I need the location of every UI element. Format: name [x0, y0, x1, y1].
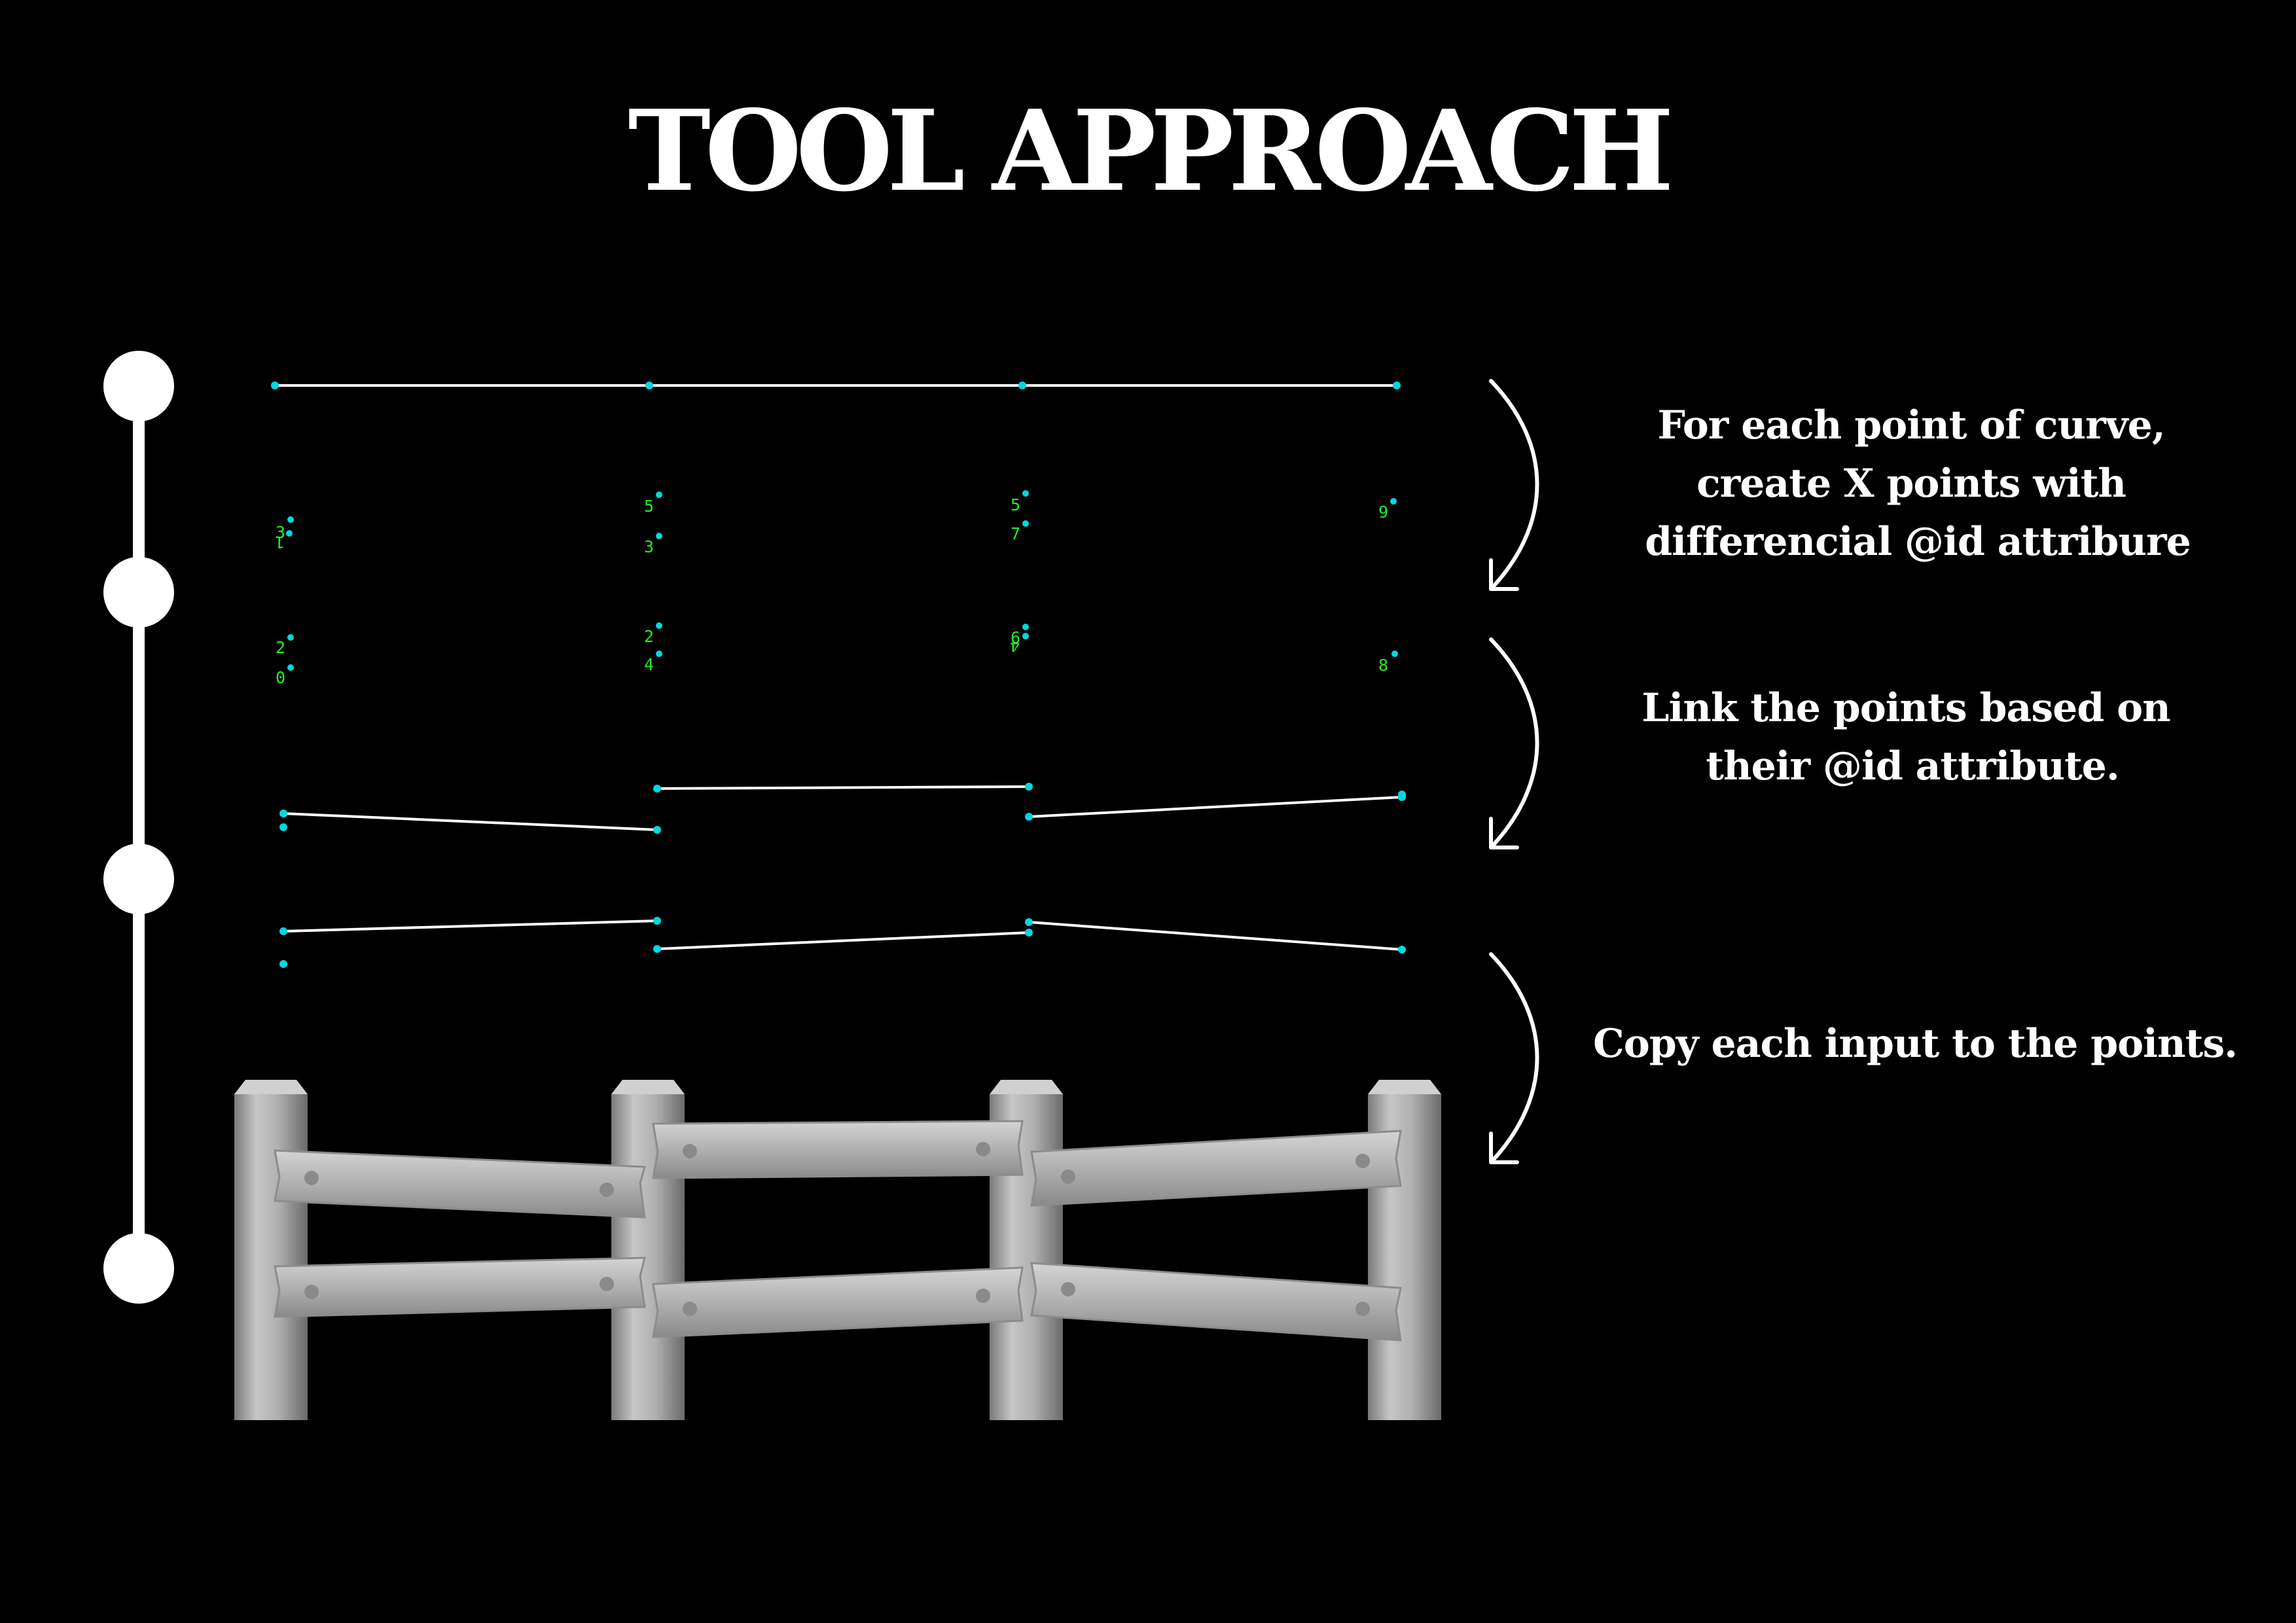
id-label: 8	[1378, 656, 1388, 675]
id-label: 2	[276, 638, 285, 657]
id-point	[1390, 498, 1397, 505]
curve-point	[271, 382, 279, 389]
timeline-node-2	[103, 557, 174, 628]
id-point	[1022, 490, 1029, 497]
fence-rail	[652, 1266, 1024, 1338]
fence-icon	[234, 1080, 1441, 1420]
link-point	[653, 826, 661, 834]
id-label: 1	[275, 533, 285, 552]
curved-arrow-down-icon	[1489, 952, 1539, 1164]
link-line	[1028, 796, 1403, 818]
link-point	[279, 927, 287, 935]
link-point	[1398, 946, 1406, 954]
step-2-line-1: Link the points based on	[1641, 685, 2170, 731]
curve-point	[1018, 382, 1026, 389]
link-point	[653, 917, 661, 925]
curved-arrow-down-icon	[1489, 379, 1539, 591]
id-point	[286, 530, 293, 537]
step-1-line-2: create X points with	[1696, 461, 2126, 507]
id-label: 4	[1010, 636, 1020, 655]
fence-rail	[1030, 1262, 1402, 1342]
step-1-line-1: For each point of curve,	[1657, 402, 2164, 448]
id-label: 5	[1011, 495, 1020, 514]
id-point	[656, 622, 662, 629]
link-point	[1025, 918, 1033, 926]
id-label: 6	[1011, 628, 1020, 647]
id-point	[1022, 633, 1029, 639]
link-line	[1028, 921, 1403, 951]
id-point	[287, 664, 294, 671]
timeline-node-1	[103, 351, 174, 421]
fence-rail	[652, 1120, 1024, 1179]
curve-point	[1393, 382, 1401, 389]
link-line	[656, 931, 1030, 950]
id-point	[1022, 624, 1029, 630]
timeline-icon	[103, 351, 174, 1304]
id-label: 3	[276, 523, 285, 542]
id-label: 0	[276, 668, 285, 687]
id-point	[287, 516, 294, 523]
link-point	[1025, 783, 1033, 791]
timeline-node-3	[103, 844, 174, 914]
link-point	[279, 823, 287, 831]
id-label: 3	[644, 537, 654, 556]
id-point	[287, 634, 294, 641]
id-point	[656, 491, 662, 498]
curve-point	[645, 382, 653, 389]
id-label: 5	[644, 497, 654, 516]
fence-rail	[274, 1149, 646, 1219]
linked-points-group	[279, 783, 1406, 968]
id-label: 2	[644, 627, 654, 646]
link-point	[279, 960, 287, 968]
link-point	[653, 945, 661, 953]
link-line	[656, 785, 1030, 790]
fence-post	[1368, 1080, 1441, 1420]
fence-rail	[274, 1257, 646, 1318]
id-point	[656, 533, 662, 539]
step-1-line-3: differencial @id attribure	[1645, 519, 2191, 565]
link-line	[283, 919, 658, 933]
step-3-line-1: Copy each input to the points.	[1593, 1021, 2237, 1067]
id-point	[1022, 520, 1029, 527]
id-label: 4	[644, 655, 654, 674]
id-point	[1391, 651, 1398, 657]
link-point	[279, 810, 287, 817]
fence-rail	[1030, 1130, 1402, 1207]
curved-arrow-down-icon	[1489, 637, 1539, 849]
link-point	[653, 785, 661, 793]
page-title: TOOL APPROACH	[628, 86, 1669, 217]
fence-post	[234, 1080, 308, 1420]
link-point	[1025, 813, 1033, 821]
input-curve	[271, 382, 1401, 389]
id-point	[656, 651, 662, 657]
id-label: 9	[1378, 503, 1388, 522]
step-2-line-2: their @id attribute.	[1706, 743, 2119, 789]
link-line	[283, 812, 658, 831]
link-point	[1025, 929, 1033, 936]
link-point	[1398, 791, 1406, 798]
id-label: 7	[1011, 524, 1020, 543]
step-1-description: For each point of curve, create X points…	[1645, 402, 2191, 565]
id-points-group: 3 1 5 3 5 7 9 2 0 2 4 6 4 8	[275, 490, 1398, 687]
step-3-description: Copy each input to the points.	[1593, 1021, 2237, 1067]
timeline-node-4	[103, 1233, 174, 1304]
step-2-description: Link the points based on their @id attri…	[1641, 685, 2183, 789]
